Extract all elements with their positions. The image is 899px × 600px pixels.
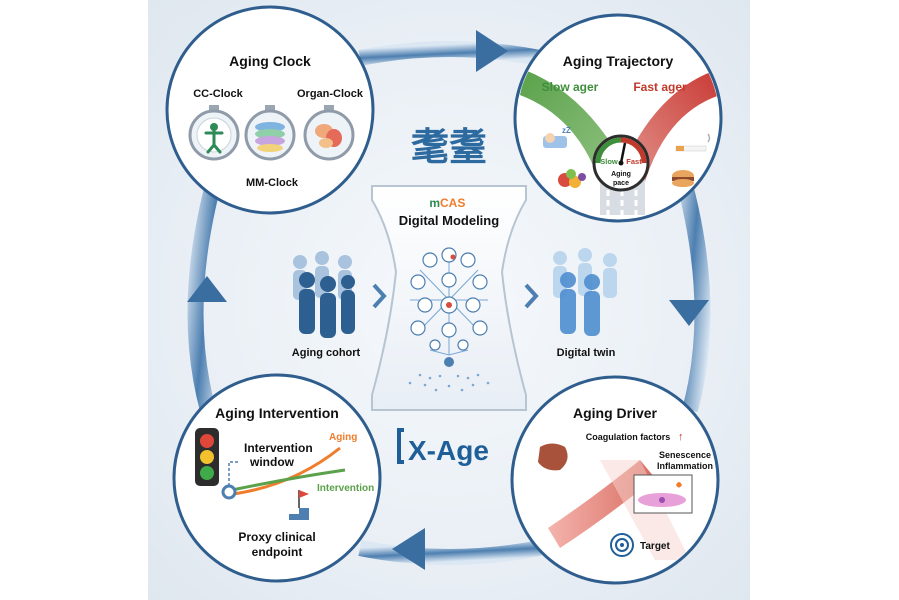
aging-cohort-figures <box>293 251 355 338</box>
ring-arc-bottom <box>358 540 542 565</box>
gauge-aging-label: Aging <box>611 171 631 178</box>
traffic-light-icon <box>195 428 219 486</box>
root-node <box>444 357 454 367</box>
burger-icon <box>672 170 694 187</box>
aging-trajectory-circle <box>513 13 723 223</box>
cc-clock-icon <box>188 105 240 161</box>
brand-prefix: m <box>429 196 440 210</box>
svg-text:zZ: zZ <box>562 126 571 135</box>
cohort-front-row <box>299 272 355 338</box>
slow-ager-label: Slow ager <box>542 80 599 94</box>
intervention-point <box>221 484 237 500</box>
target-label: Target <box>640 541 670 552</box>
particle-dots <box>408 373 490 392</box>
gauge-slow-label: Slow <box>600 157 618 166</box>
coagulation-label: Coagulation factors <box>586 432 671 442</box>
x-age-logo: X-Age <box>397 428 489 466</box>
aging-intervention-circle <box>172 373 382 583</box>
heart-icon <box>450 254 456 260</box>
digital-twin-label: Digital twin <box>557 347 616 359</box>
aging-driver-module: Aging Driver Coagulation factors ↑ Senes… <box>510 375 720 585</box>
stairs-flag-icon <box>279 490 309 520</box>
gauge-needle <box>619 142 627 164</box>
intervention-curve <box>231 468 346 492</box>
aging-intervention-module: Aging Intervention Intervention window A… <box>172 373 382 583</box>
digital-modeling-label: Digital Modeling <box>399 213 499 228</box>
aging-trajectory-title: Aging Trajectory <box>563 53 674 69</box>
core-node-icon <box>446 302 452 308</box>
window-pointer <box>228 461 240 486</box>
network-nodes <box>410 247 488 351</box>
organ-clock-label: Organ-Clock <box>297 88 364 100</box>
aging-clock-title: Aging Clock <box>229 53 311 69</box>
aging-curve-label: Aging <box>329 432 357 443</box>
cigarette-icon <box>675 133 711 152</box>
intervention-window-line1: Intervention <box>244 441 313 455</box>
mm-clock-label: MM-Clock <box>246 177 299 189</box>
target-icon <box>610 533 634 557</box>
intervention-curve-label: Intervention <box>317 483 374 494</box>
arrow-head-bottom <box>392 528 425 570</box>
aging-driver-title: Aging Driver <box>573 405 658 421</box>
coagulation-up-arrow: ↑ <box>678 431 684 443</box>
cc-clock-label: CC-Clock <box>193 88 243 100</box>
arrow-head-left <box>187 276 227 302</box>
x-age-text: X-Age <box>408 435 489 466</box>
aging-trajectory-module: Slow ager Fast ager Aging Trajectory Slo… <box>513 13 723 223</box>
digital-twin-figures <box>553 248 617 336</box>
organ-clock-icon <box>303 105 355 161</box>
mm-clock-icon <box>244 105 296 161</box>
chinese-title: 耄耋 <box>411 127 487 169</box>
senescence-label: Senescence <box>659 450 711 460</box>
arrow-head-top <box>476 30 508 72</box>
proxy-endpoint-line2: endpoint <box>252 545 303 559</box>
aging-clock-module: Aging Clock CC-Clock Organ-Clock MM-Cloc… <box>165 5 375 215</box>
proxy-endpoint-line1: Proxy clinical <box>238 530 315 544</box>
aging-cohort-label: Aging cohort <box>292 347 361 359</box>
inflammation-flame-icon <box>676 482 682 488</box>
gauge-fast-label: Fast <box>626 157 642 166</box>
sleep-icon: zZ <box>543 126 571 148</box>
digital-modeling-hourglass: m CAS Digital Modeling <box>371 185 527 411</box>
fast-ager-label: Fast ager <box>633 80 687 94</box>
fruit-icon <box>558 169 586 188</box>
model-to-twin-arrow <box>524 283 539 309</box>
x-age-bracket <box>397 428 404 464</box>
arrow-head-right <box>669 300 709 326</box>
liver-icon <box>538 443 568 471</box>
gauge-pace-label: pace <box>613 180 629 187</box>
ring-arc-top <box>358 41 542 66</box>
inflammation-label: Inflammation <box>657 461 713 471</box>
aging-pace-gauge: Slow Fast Aging pace <box>592 134 650 192</box>
aging-intervention-title: Aging Intervention <box>215 405 339 421</box>
intervention-window-line2: window <box>249 455 295 469</box>
cohort-to-model-arrow <box>372 283 387 309</box>
brand-suffix: CAS <box>440 196 465 210</box>
